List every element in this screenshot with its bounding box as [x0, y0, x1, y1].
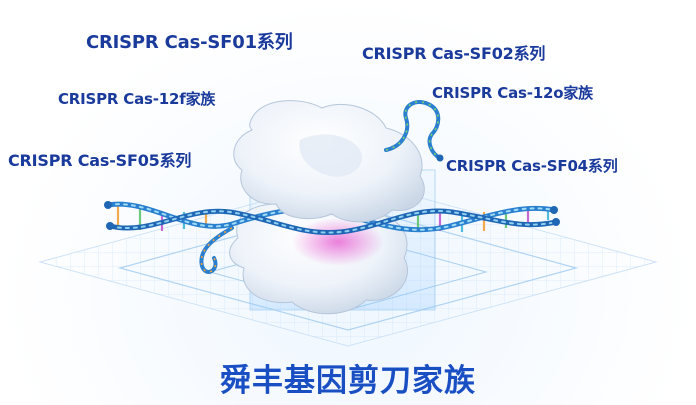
dna-double-helix	[104, 201, 560, 236]
label-crispr-cas-sf01: CRISPR Cas-SF01系列	[86, 32, 293, 53]
rna-loop-left	[199, 226, 234, 274]
label-crispr-cas-12f: CRISPR Cas-12f家族	[58, 90, 216, 108]
banner-title: 舜丰基因剪刀家族	[220, 363, 476, 399]
label-crispr-cas-sf04: CRISPR Cas-SF04系列	[446, 157, 618, 175]
rna-hairpin-right	[384, 99, 444, 162]
label-crispr-cas-sf02: CRISPR Cas-SF02系列	[362, 44, 546, 63]
label-crispr-cas-sf05: CRISPR Cas-SF05系列	[8, 151, 192, 170]
label-crispr-cas-12o: CRISPR Cas-12o家族	[432, 84, 593, 102]
